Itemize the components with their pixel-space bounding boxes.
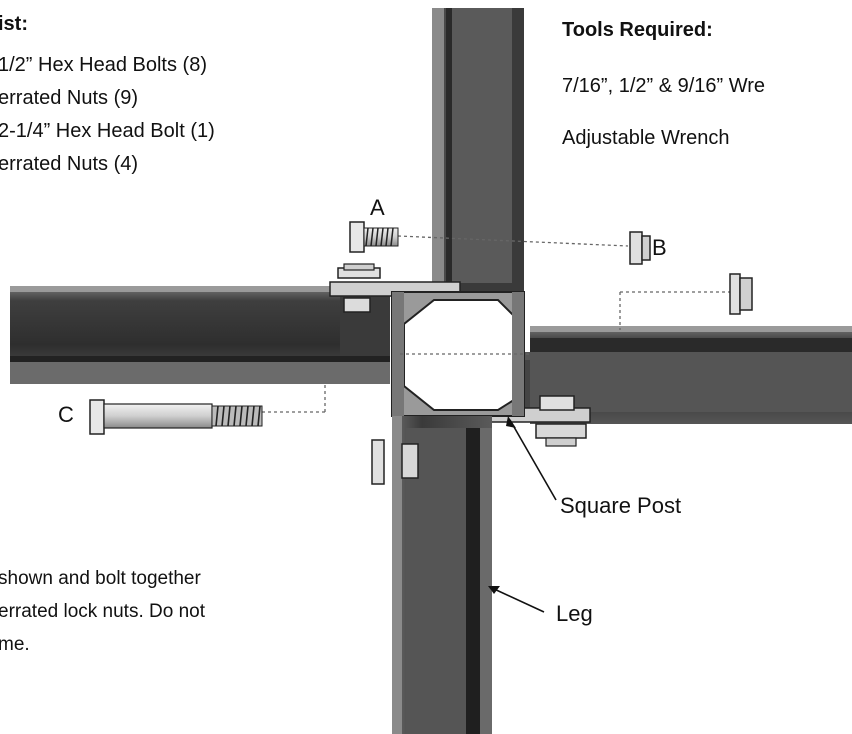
bolt-a	[349, 221, 399, 253]
leg-pointer	[488, 586, 545, 613]
tools-title: Tools Required:	[562, 19, 713, 41]
top-vertical-member	[432, 8, 524, 295]
leg-nut	[371, 439, 419, 485]
instruction-line: me.	[0, 634, 30, 655]
label-c: C	[58, 402, 74, 427]
tools-item: Adjustable Wrench	[562, 127, 730, 149]
label-square-post: Square Post	[560, 493, 682, 518]
bolt-c	[89, 399, 263, 435]
instruction-line: shown and bolt together	[0, 568, 201, 589]
parts-list-item: 1/2” Hex Head Bolts (8)	[0, 54, 207, 76]
label-b: B	[652, 235, 667, 260]
parts-list-item: errated Nuts (9)	[0, 87, 139, 109]
square-post-pointer	[506, 416, 557, 501]
top-plate-nut	[337, 263, 381, 313]
tools-item: 7/16”, 1/2” & 9/16” Wre	[562, 75, 766, 97]
parts-list-item: 2-1/4” Hex Head Bolt (1)	[0, 120, 215, 142]
flange-nut	[729, 273, 753, 315]
label-leg: Leg	[556, 601, 593, 626]
nut-b	[629, 231, 651, 265]
instruction-line: errated lock nuts. Do not	[0, 601, 205, 622]
parts-list-item: errated Nuts (4)	[0, 153, 139, 175]
bottom-plate-nut	[535, 395, 587, 447]
parts-list-title: ist:	[0, 13, 28, 35]
label-a: A	[370, 195, 385, 220]
right-horizontal-beam	[490, 326, 852, 424]
left-horizontal-beam	[10, 286, 390, 384]
alignment-lines	[262, 235, 730, 413]
